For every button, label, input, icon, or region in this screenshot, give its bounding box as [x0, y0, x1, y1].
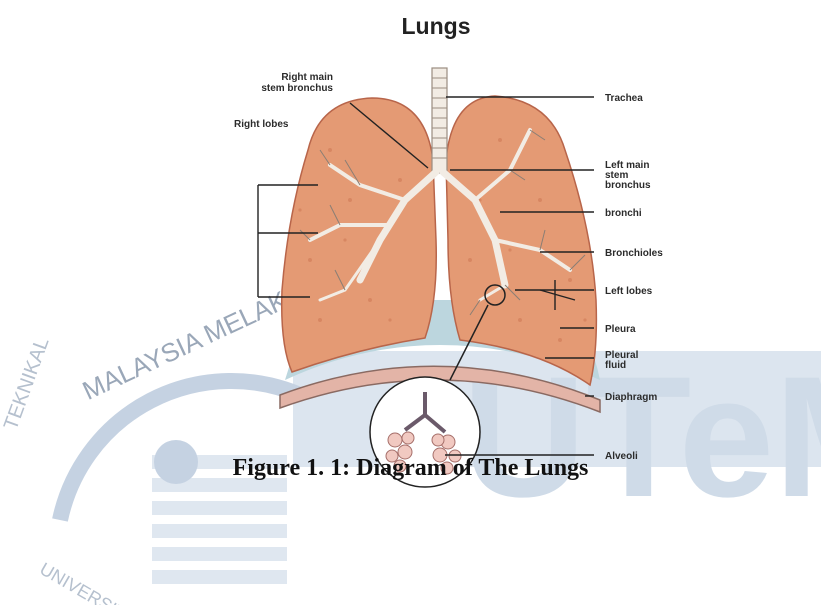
label-bronchioles: Bronchioles [605, 248, 663, 259]
label-trachea: Trachea [605, 93, 643, 104]
diagram-title: Lungs [402, 13, 471, 39]
watermark-seal-left-text: TEKNIKAL [0, 335, 54, 433]
trachea [432, 68, 447, 173]
label-right-lobes: Right lobes [234, 119, 289, 130]
figure-caption: Figure 1. 1: Diagram of The Lungs [0, 455, 821, 482]
label-right-main-2: stem bronchus [261, 83, 333, 94]
label-left-main-3: bronchus [605, 180, 651, 191]
label-right-main-1: Right main [281, 72, 333, 83]
watermark-seal-bottom-text: UNIVERSITI [36, 559, 133, 605]
label-left-lobes: Left lobes [605, 286, 653, 297]
label-bronchi: bronchi [605, 208, 642, 219]
label-diaphragm: Diaphragm [605, 392, 657, 403]
watermark-letters: UTeM [462, 341, 821, 533]
left-lung [446, 96, 596, 385]
label-pleura: Pleura [605, 324, 636, 335]
label-pleural-fluid-2: fluid [605, 360, 626, 371]
